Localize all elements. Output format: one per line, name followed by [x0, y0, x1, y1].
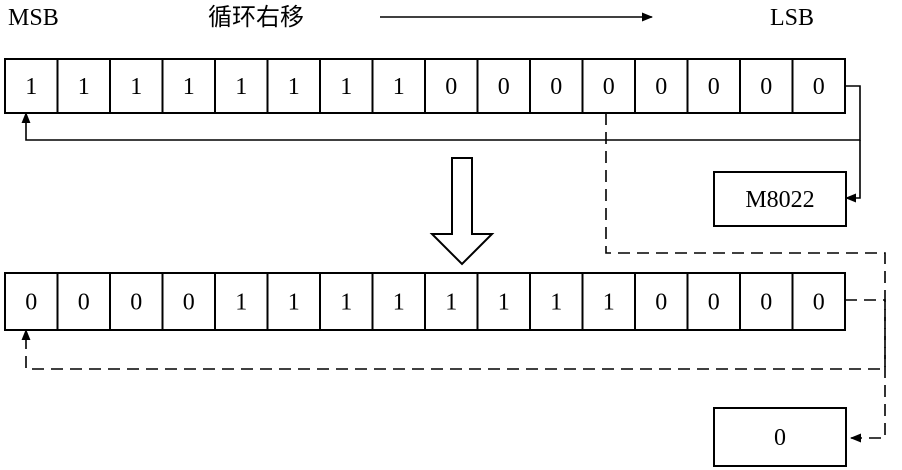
bot-cell-11 [581, 272, 636, 331]
top-bit-8: 0 [445, 74, 457, 100]
bot-bit-13: 0 [708, 290, 720, 316]
top-bit-0: 1 [25, 74, 37, 100]
bot-bit-1: 0 [78, 290, 90, 316]
top-cell-1 [56, 58, 111, 114]
bot-cell-4 [214, 272, 269, 331]
top-cell-15 [791, 58, 846, 114]
bot-cell-0 [4, 272, 59, 331]
bot-cell-7 [371, 272, 426, 331]
bot-bit-14: 0 [760, 290, 772, 316]
result-flag-value: 0 [774, 425, 786, 451]
bot-bit-8: 1 [445, 290, 457, 316]
top-bit-15: 0 [813, 74, 825, 100]
transition-arrow-icon [429, 157, 495, 266]
top-bit-5: 1 [288, 74, 300, 100]
bot-bit-10: 1 [550, 290, 562, 316]
top-bit-1: 1 [78, 74, 90, 100]
register-before: 1 1 1 1 1 1 1 1 0 0 0 0 0 0 0 0 [4, 58, 846, 114]
top-bit-7: 1 [393, 74, 405, 100]
top-bit-4: 1 [235, 74, 247, 100]
m8022-label: M8022 [745, 187, 814, 213]
carry-to-flag-line [844, 140, 861, 203]
bot-bit-7: 1 [393, 290, 405, 316]
lsb-label: LSB [770, 5, 814, 31]
top-bit-12: 0 [655, 74, 667, 100]
top-cell-14 [739, 58, 794, 114]
bot-bit-5: 1 [288, 290, 300, 316]
top-bit-13: 0 [708, 74, 720, 100]
top-bit-10: 0 [550, 74, 562, 100]
diagram-title: 循环右移 [208, 3, 304, 31]
m8022-box [713, 171, 847, 227]
bot-bit-0: 0 [25, 290, 37, 316]
bot-bit-11: 1 [603, 290, 615, 316]
msb-label: MSB [8, 5, 59, 31]
bot-bit-15: 0 [813, 290, 825, 316]
register-after: 0 0 0 0 1 1 1 1 1 1 1 1 0 0 0 0 [4, 272, 846, 331]
dashed-carry-to-msb-line [21, 299, 886, 370]
bot-cell-13 [686, 272, 741, 331]
top-bit-2: 1 [130, 74, 142, 100]
bot-bit-6: 1 [340, 290, 352, 316]
bot-bit-4: 1 [235, 290, 247, 316]
bot-cell-12 [634, 272, 689, 331]
bot-cell-2 [109, 272, 164, 331]
top-bit-14: 0 [760, 74, 772, 100]
bot-cell-8 [424, 272, 479, 331]
top-cell-2 [109, 58, 164, 114]
bot-bit-2: 0 [130, 290, 142, 316]
bot-cell-3 [161, 272, 216, 331]
bot-cell-15 [791, 272, 846, 331]
dashed-carry-path [605, 113, 886, 443]
top-bit-3: 1 [183, 74, 195, 100]
top-cell-10 [529, 58, 584, 114]
bot-bit-9: 1 [498, 290, 510, 316]
top-cell-8 [424, 58, 479, 114]
top-bit-6: 1 [340, 74, 352, 100]
bot-cell-9 [476, 272, 531, 331]
bot-cell-5 [266, 272, 321, 331]
top-bit-9: 0 [498, 74, 510, 100]
top-bit-11: 0 [603, 74, 615, 100]
result-flag-box [713, 407, 847, 467]
top-cell-13 [686, 58, 741, 114]
bot-bit-12: 0 [655, 290, 667, 316]
top-cell-9 [476, 58, 531, 114]
bot-bit-3: 0 [183, 290, 195, 316]
bot-cell-6 [319, 272, 374, 331]
